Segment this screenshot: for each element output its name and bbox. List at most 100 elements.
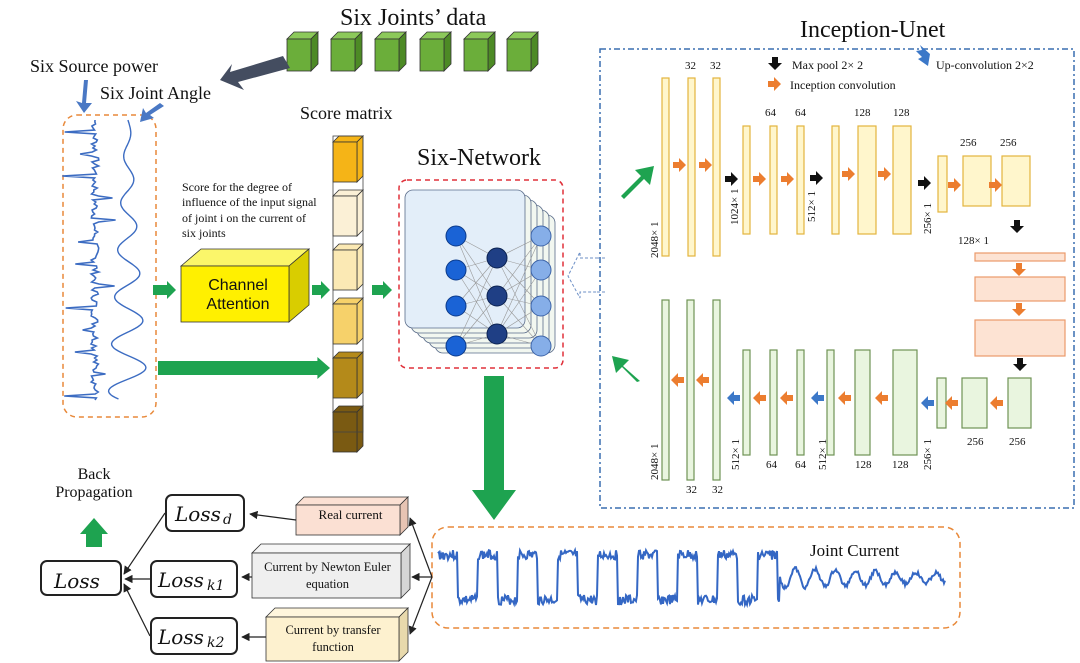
joint-data-cube <box>463 31 496 72</box>
network-output-neuron <box>530 225 552 247</box>
bottleneck-feature-map <box>974 252 1066 262</box>
newton-euler-label: Current by Newton Euler equation <box>264 560 391 591</box>
network-hidden-neuron <box>486 285 508 307</box>
transfer-function-box-top <box>265 607 409 618</box>
joint-data-cube <box>286 31 319 72</box>
score-matrix-cell <box>332 405 364 453</box>
joints-data-title: Six Joints’ data <box>340 5 487 31</box>
decoder-feature-map <box>742 349 751 456</box>
encoder-feature-map <box>1001 155 1031 207</box>
current-to-real-arrow <box>408 517 433 578</box>
loss-k1-sub: k1 <box>207 578 225 594</box>
encoder-feature-map <box>769 125 778 235</box>
enc-channel-label: 32 <box>710 60 721 72</box>
decoder-feature-map <box>712 299 721 481</box>
loss-k1-box: Loss k1 <box>150 560 238 598</box>
inception-arrow <box>671 373 684 387</box>
legend-upconv-text: Up-convolution 2×2 <box>936 58 1034 72</box>
network-hidden-neuron <box>486 247 508 269</box>
legend-inception-icon <box>768 77 781 91</box>
lossk2-to-loss-arrow <box>123 583 151 637</box>
channel-attention-top <box>179 248 311 267</box>
real-current-box-top <box>295 496 409 506</box>
joint-data-cube-side <box>310 31 319 72</box>
transfer-function-box-side <box>398 607 409 662</box>
total-loss-box: Loss <box>40 560 122 596</box>
inception-arrow <box>673 158 686 172</box>
enc-channel-label: 256 <box>960 137 977 149</box>
enc-size-label: 512× 1 <box>806 191 818 222</box>
enc-size-label: 128× 1 <box>958 235 989 247</box>
score-matrix-cell-face <box>332 141 358 183</box>
real-current-box <box>295 496 409 536</box>
legend-inception-text: Inception convolution <box>790 78 896 92</box>
decoder-feature-map <box>854 349 871 456</box>
enc-channel-label: 256 <box>1000 137 1017 149</box>
score-matrix-cell <box>332 243 364 291</box>
inception-arrow <box>753 391 766 405</box>
network-input-neuron <box>445 295 467 317</box>
joint-data-cube <box>419 31 452 72</box>
dec-channel-label: 64 <box>795 459 806 471</box>
network-to-current-arrow <box>472 376 516 520</box>
network-edge <box>496 235 542 297</box>
score-matrix-cell-side <box>356 405 364 453</box>
dec-channel-label: 256 <box>1009 436 1026 448</box>
newton-euler-box <box>251 543 411 599</box>
inception-arrow <box>1012 263 1026 276</box>
score-matrix-cell-face <box>332 303 358 345</box>
joint-current-signal <box>437 546 946 609</box>
network-edge <box>455 235 498 335</box>
loss-d-sub: d <box>223 512 232 528</box>
back-propagation-arrow <box>80 518 108 547</box>
inception-arrow <box>945 396 958 410</box>
network-hidden-neuron <box>486 323 508 345</box>
joint-data-cube-side <box>354 31 363 72</box>
dec-size-label: 512× 1 <box>730 439 742 470</box>
joint-data-cube <box>374 31 407 72</box>
dec-channel-label: 32 <box>712 484 723 496</box>
upconv-arrow <box>727 391 740 405</box>
channel-attention-label: Channel Attention <box>206 277 270 314</box>
six-network-label: Six-Network <box>417 145 541 171</box>
inception-arrow <box>753 172 766 186</box>
joint-angle-label: Six Joint Angle <box>100 83 212 103</box>
bottleneck-feature-map <box>974 276 1066 302</box>
encoder-feature-map <box>687 77 696 257</box>
real-current-box-face <box>295 504 401 536</box>
legend-maxpool-text: Max pool 2× 2 <box>792 58 864 72</box>
inception-arrow <box>699 158 712 172</box>
joint-angle-signal <box>107 119 147 400</box>
legend-upconv-icon <box>916 45 930 66</box>
six-network-frame <box>398 179 564 369</box>
maxpool-arrow <box>725 172 738 186</box>
dec-channel-label: 128 <box>855 459 872 471</box>
encoder-feature-map <box>742 125 751 235</box>
joint-data-cube-side <box>398 31 407 72</box>
score-matrix-cell <box>332 351 364 399</box>
score-matrix-cell-face <box>332 357 358 399</box>
enc-channel-label: 128 <box>893 107 910 119</box>
dec-size-label: 512× 1 <box>817 439 829 470</box>
background-layer <box>62 48 1075 629</box>
maxpool-arrow <box>1010 220 1024 233</box>
encoder-feature-map <box>937 155 948 213</box>
network-output-neuron <box>530 295 552 317</box>
enc-size-label: 1024× 1 <box>729 188 741 225</box>
decoder-feature-map <box>769 349 778 456</box>
real-to-lossd-arrow <box>249 510 297 521</box>
score-matrix-cell-face <box>332 249 358 291</box>
enc-channel-label: 64 <box>795 107 806 119</box>
inception-unet-frame <box>599 48 1075 509</box>
dec-channel-label: 32 <box>686 484 697 496</box>
decoder-feature-map <box>686 299 695 481</box>
decoder-feature-map <box>961 377 988 429</box>
network-edge <box>455 257 498 307</box>
maxpool-arrow <box>1013 358 1027 371</box>
dec-channel-label: 128 <box>892 459 909 471</box>
network-output-neuron <box>530 335 552 357</box>
source-power-pointer-arrow <box>76 80 92 113</box>
encoder-feature-map <box>661 77 670 257</box>
input-signals-frame <box>62 114 157 418</box>
